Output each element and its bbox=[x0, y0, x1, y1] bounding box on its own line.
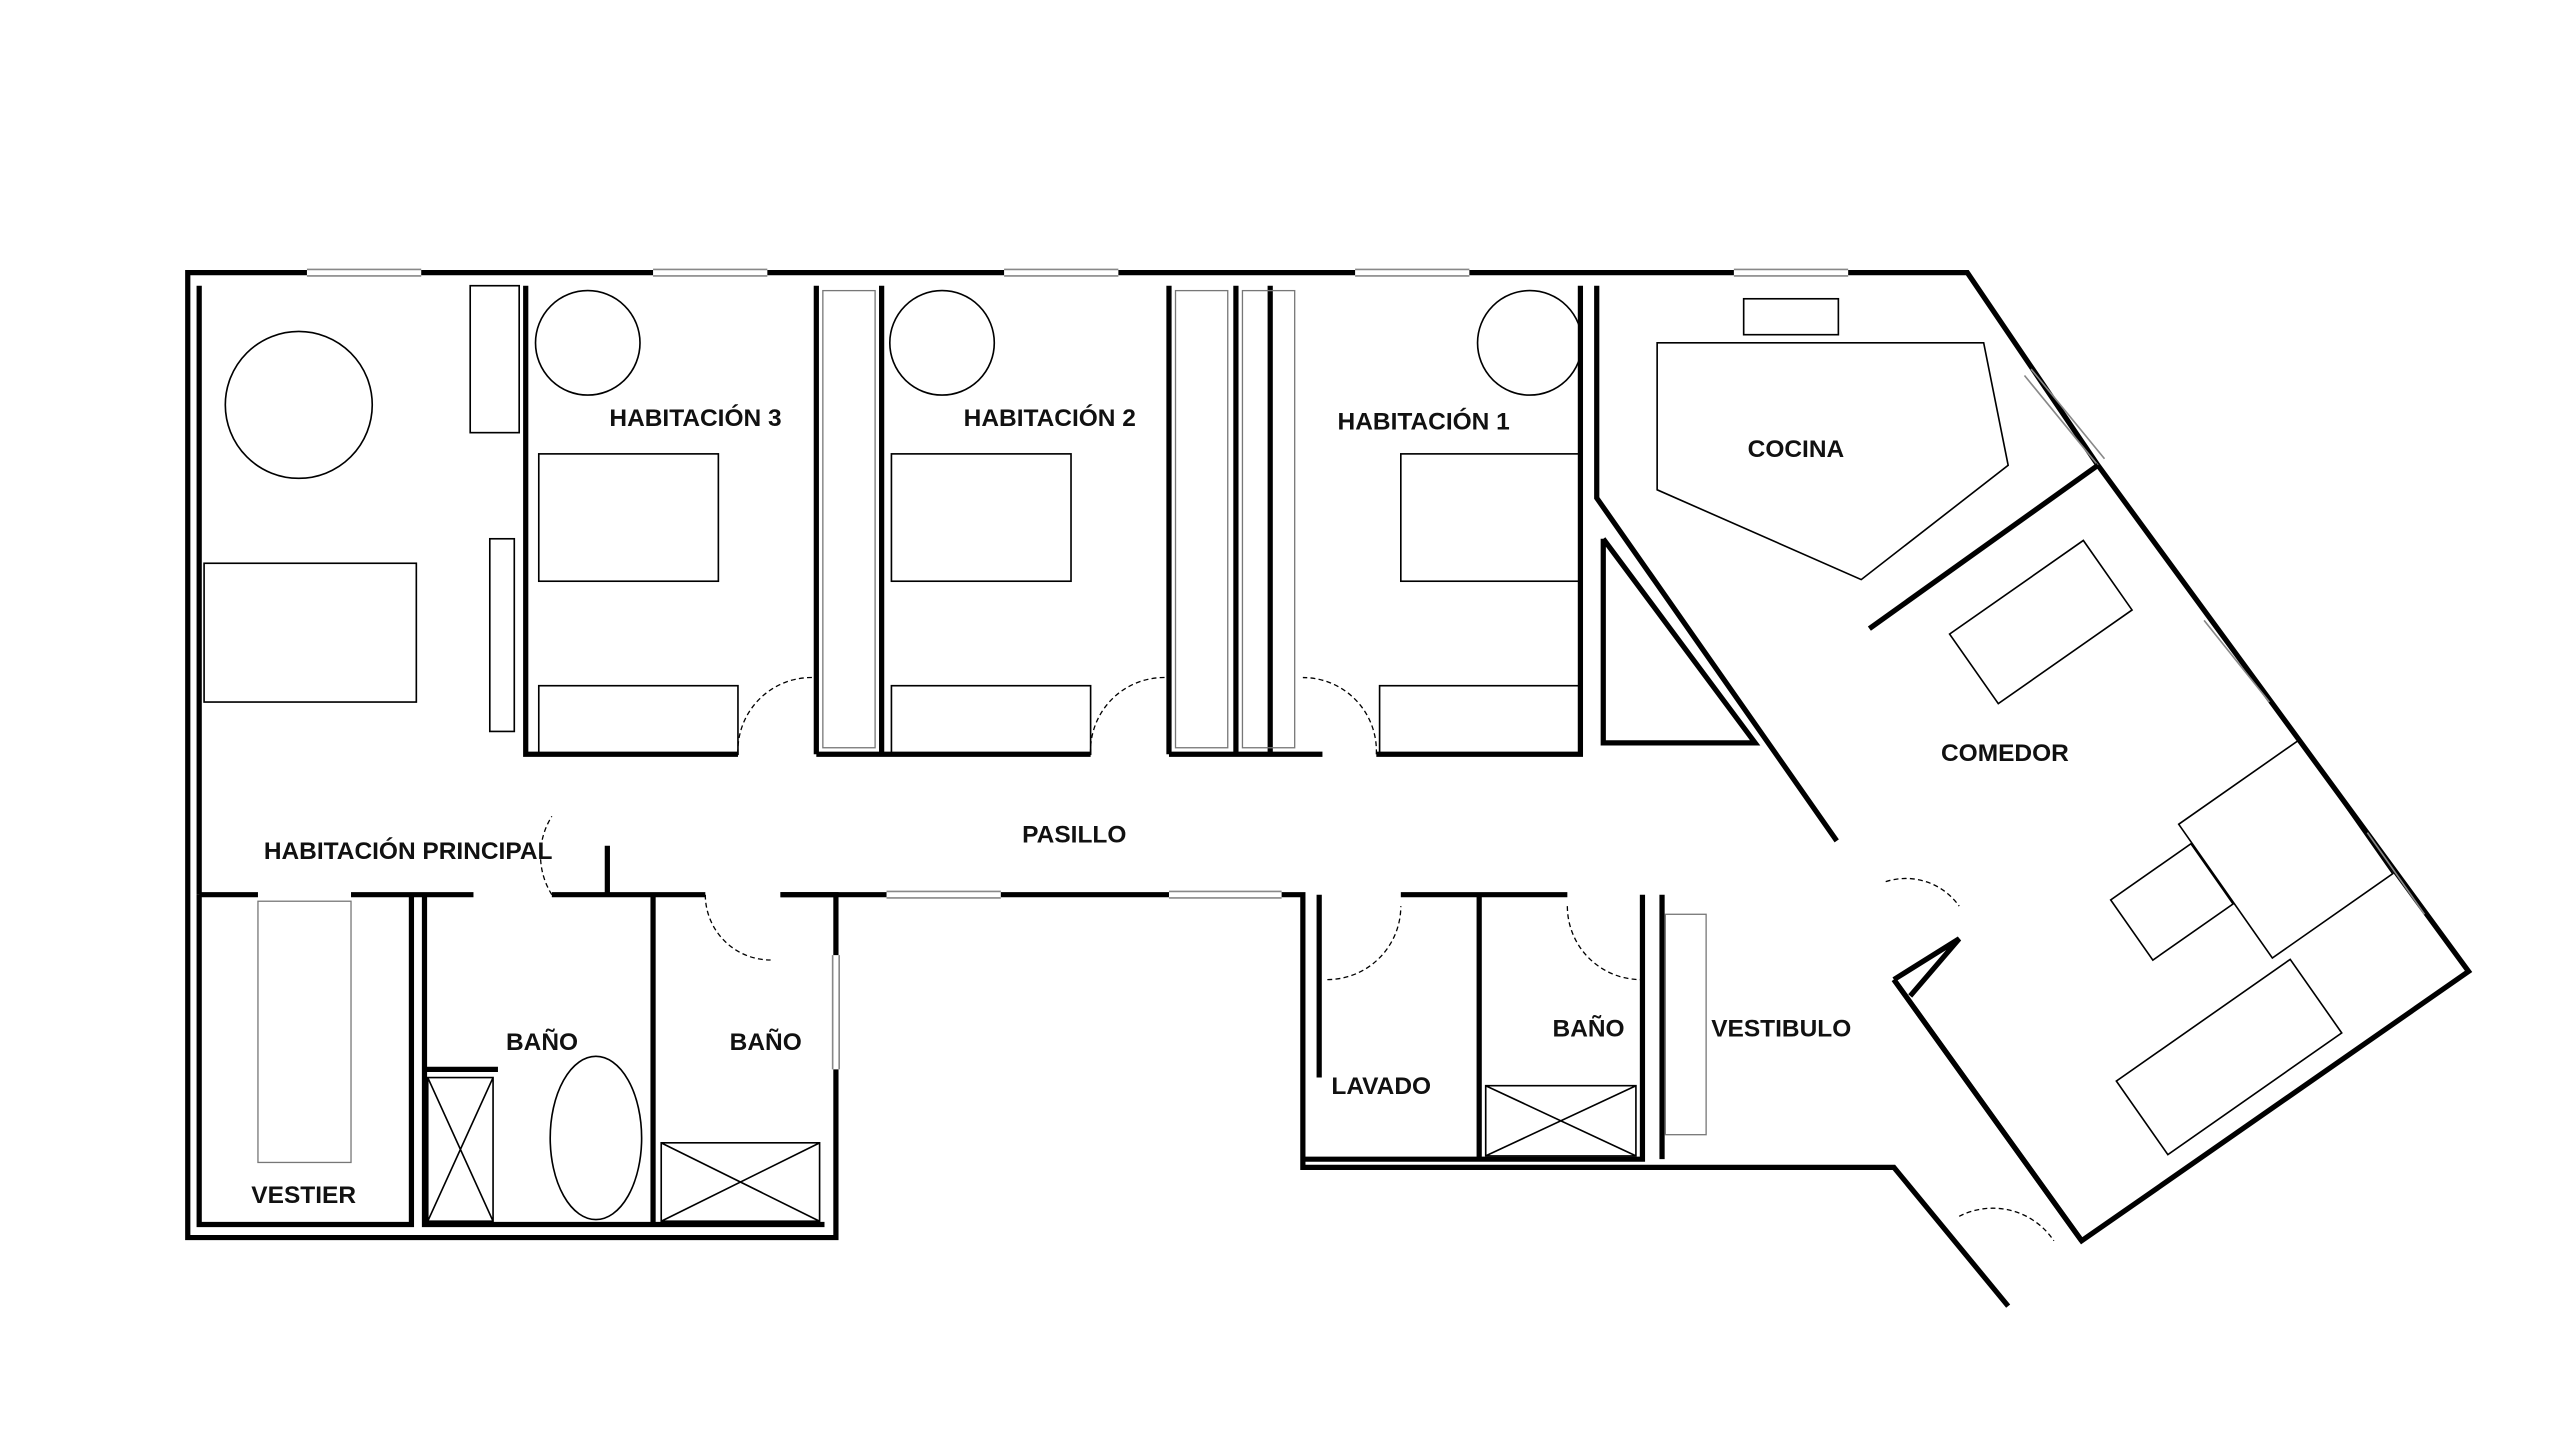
label-lavado: LAVADO bbox=[1331, 1073, 1431, 1100]
doors bbox=[539, 676, 2055, 1242]
interior-walls bbox=[196, 285, 2100, 1243]
label-vestier: VESTIER bbox=[251, 1182, 356, 1209]
room-labels: HABITACIÓN 3 HABITACIÓN 2 HABITACIÓN 1 C… bbox=[251, 404, 2069, 1209]
exterior-walls bbox=[185, 270, 2473, 1308]
label-bano-social: BAÑO bbox=[1553, 1015, 1625, 1043]
label-habitacion-principal: HABITACIÓN PRINCIPAL bbox=[264, 837, 553, 865]
label-habitacion-1: HABITACIÓN 1 bbox=[1338, 407, 1510, 435]
windows bbox=[306, 268, 2426, 1070]
label-pasillo: PASILLO bbox=[1022, 821, 1126, 848]
label-habitacion-3: HABITACIÓN 3 bbox=[609, 404, 781, 432]
label-comedor: COMEDOR bbox=[1941, 740, 2069, 767]
label-vestibulo: VESTIBULO bbox=[1711, 1016, 1851, 1043]
label-bano-principal: BAÑO bbox=[506, 1028, 578, 1056]
label-bano-2: BAÑO bbox=[730, 1028, 802, 1056]
label-cocina: COCINA bbox=[1748, 436, 1845, 463]
furniture bbox=[203, 284, 2394, 1223]
label-habitacion-2: HABITACIÓN 2 bbox=[964, 404, 1136, 432]
